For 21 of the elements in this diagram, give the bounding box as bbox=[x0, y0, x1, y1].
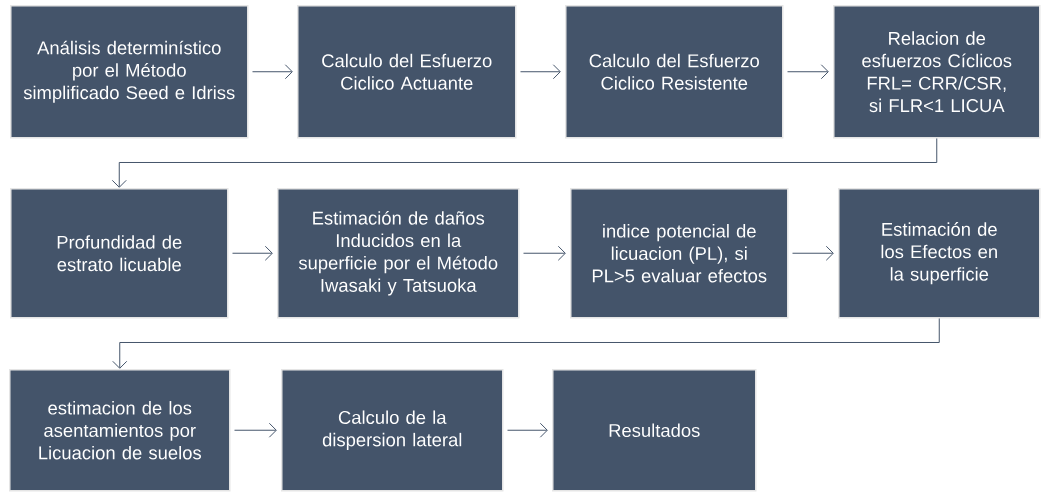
process-box: Calculo del Esfuerzo Ciclico Actuante bbox=[297, 5, 517, 139]
arrow bbox=[112, 318, 940, 369]
arrow bbox=[792, 245, 834, 261]
process-box: Estimación de daños Inducidos en la superficie por el Método Iwasaki y Tatsuoka bbox=[277, 188, 520, 319]
process-box: Profundidad de estrato licuable bbox=[10, 188, 229, 319]
arrow bbox=[252, 64, 293, 80]
arrow bbox=[507, 422, 548, 438]
arrow bbox=[232, 245, 273, 261]
arrow bbox=[111, 138, 938, 188]
arrow bbox=[523, 245, 566, 261]
process-box: Calculo de la dispersion lateral bbox=[281, 369, 504, 492]
arrow bbox=[234, 422, 277, 438]
process-box: Estimación de los Efectos en la superficie bbox=[838, 188, 1041, 319]
arrow bbox=[520, 64, 561, 80]
process-box: Resultados bbox=[552, 369, 757, 492]
process-box: Análisis determinístico por el Método simplificado Seed e Idriss bbox=[10, 5, 249, 139]
process-box: indice potencial de licuacion (PL), si PL>5 evaluar efectos bbox=[570, 188, 789, 319]
arrow bbox=[787, 64, 829, 80]
process-box: Relacion de esfuerzos Cíclicos FRL= CRR/CSR, si FLR<1 LICUA bbox=[833, 5, 1041, 139]
process-box: Calculo del Esfuerzo Ciclico Resistente bbox=[565, 5, 784, 139]
process-box: estimacion de los asentamientos por Licuacion de suelos bbox=[9, 369, 231, 492]
